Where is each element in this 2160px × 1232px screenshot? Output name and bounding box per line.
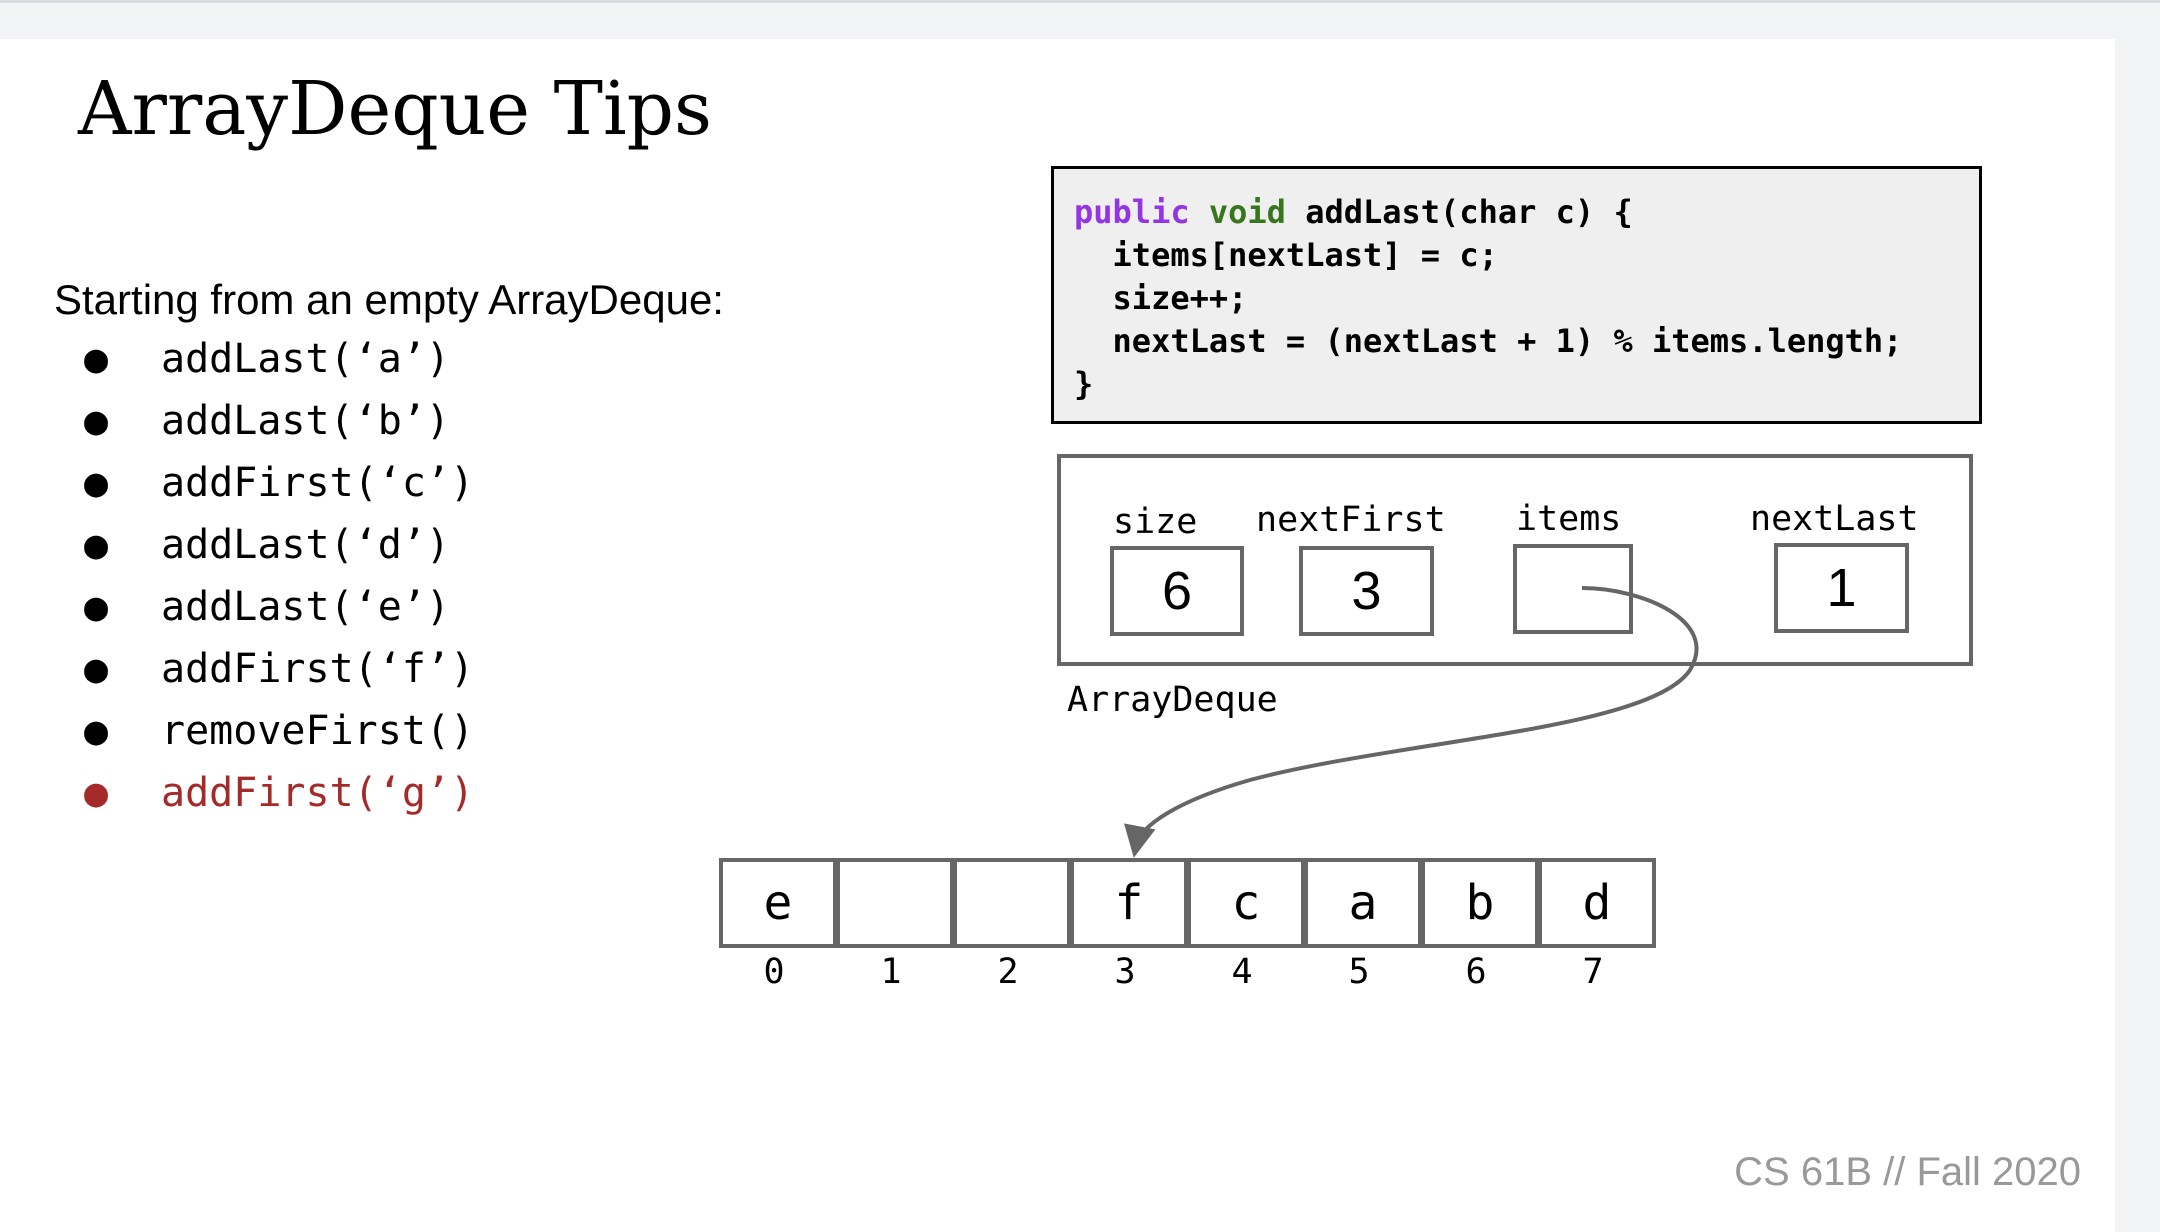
operation-text: addLast(‘a’) (161, 336, 450, 382)
bullet-icon: ● (84, 398, 109, 444)
operation-item: ● addFirst(‘f’) (84, 646, 474, 692)
operation-text: addLast(‘d’) (161, 522, 450, 568)
arraydeque-object-box (1057, 454, 1973, 666)
intro-text: Starting from an empty ArrayDeque: (54, 276, 724, 323)
course-footer: CS 61B // Fall 2020 (1734, 1150, 2081, 1194)
keyword-void: void (1208, 193, 1286, 231)
operation-item: ● addLast(‘e’) (84, 584, 450, 630)
bullet-icon: ● (84, 646, 109, 692)
array-cell: a (1304, 858, 1422, 948)
array-cell: e (719, 858, 837, 948)
nextfirst-label: nextFirst (1256, 500, 1446, 540)
code-line-2: items[nextLast] = c; (1074, 236, 1498, 274)
array-index: 5 (1348, 952, 1370, 992)
array-cell: f (1070, 858, 1188, 948)
nextlast-label: nextLast (1750, 499, 1919, 539)
size-value-box: 6 (1110, 546, 1244, 636)
array-index: 1 (880, 952, 902, 992)
operation-text: removeFirst() (161, 708, 475, 754)
array-cell (953, 858, 1071, 948)
array-index: 3 (1114, 952, 1136, 992)
array-cell: b (1421, 858, 1539, 948)
arraydeque-caption: ArrayDeque (1067, 680, 1278, 720)
operation-item: ● addLast(‘d’) (84, 522, 450, 568)
code-block: public void addLast(char c) { items[next… (1051, 166, 1982, 424)
array-index: 7 (1582, 952, 1604, 992)
operation-item: ● addLast(‘b’) (84, 398, 450, 444)
items-pointer-box (1513, 544, 1633, 634)
nextfirst-value-box: 3 (1299, 546, 1434, 636)
slide-title: ArrayDeque Tips (78, 66, 712, 152)
bullet-icon: ● (84, 522, 109, 568)
array-cell: d (1538, 858, 1656, 948)
code-line-1: addLast(char c) { (1285, 193, 1633, 231)
array-index: 6 (1465, 952, 1487, 992)
keyword-public: public (1074, 193, 1190, 231)
bullet-icon: ● (84, 460, 109, 506)
bullet-icon: ● (84, 336, 109, 382)
size-label: size (1113, 502, 1198, 542)
array-index: 4 (1231, 952, 1253, 992)
code-line-4: nextLast = (nextLast + 1) % items.length… (1074, 322, 1903, 360)
operation-item: ● addLast(‘a’) (84, 336, 450, 382)
items-label: items (1516, 499, 1622, 539)
operation-text: addFirst(‘f’) (161, 646, 475, 692)
bullet-icon: ● (84, 708, 109, 754)
code-text: public void addLast(char c) { items[next… (1074, 191, 1902, 406)
array-cell: c (1187, 858, 1305, 948)
array-cell (836, 858, 954, 948)
array-index: 0 (763, 952, 785, 992)
bullet-icon: ● (84, 770, 109, 816)
operation-text: addLast(‘e’) (161, 584, 450, 630)
operation-text: addLast(‘b’) (161, 398, 450, 444)
bullet-icon: ● (84, 584, 109, 630)
operation-item: ● removeFirst() (84, 708, 474, 754)
operation-text: addFirst(‘g’) (161, 770, 475, 816)
top-border (0, 0, 2160, 3)
operation-item: ● addFirst(‘g’) (84, 770, 474, 816)
operation-item: ● addFirst(‘c’) (84, 460, 474, 506)
array-index: 2 (997, 952, 1019, 992)
operation-text: addFirst(‘c’) (161, 460, 475, 506)
nextlast-value-box: 1 (1774, 543, 1909, 633)
code-line-5: } (1074, 365, 1094, 403)
code-line-3: size++; (1074, 279, 1248, 317)
right-margin (2115, 39, 2160, 1232)
